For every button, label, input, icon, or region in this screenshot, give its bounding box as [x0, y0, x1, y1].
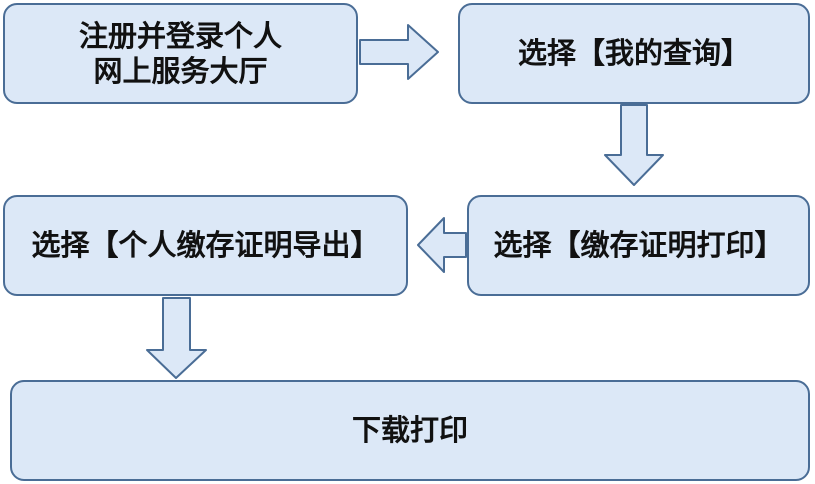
step-download-print-label: 下载打印: [351, 413, 468, 448]
step-personal-cert-export-label: 选择【个人缴存证明导出】: [31, 228, 380, 263]
arrow-right: [359, 24, 439, 80]
step-personal-cert-export: 选择【个人缴存证明导出】: [3, 195, 408, 296]
arrow-down-left: [146, 297, 207, 379]
step-register-login: 注册并登录个人 网上服务大厅: [3, 3, 358, 104]
step-download-print: 下载打印: [10, 380, 810, 481]
step-deposit-cert-print: 选择【缴存证明打印】: [467, 195, 810, 296]
step-deposit-cert-print-label: 选择【缴存证明打印】: [493, 228, 784, 263]
arrow-down-right: [604, 104, 664, 186]
step-my-query-label: 选择【我的查询】: [517, 36, 750, 71]
step-register-login-label: 注册并登录个人 网上服务大厅: [78, 18, 282, 88]
arrow-left: [417, 217, 467, 273]
step-my-query: 选择【我的查询】: [458, 3, 810, 104]
